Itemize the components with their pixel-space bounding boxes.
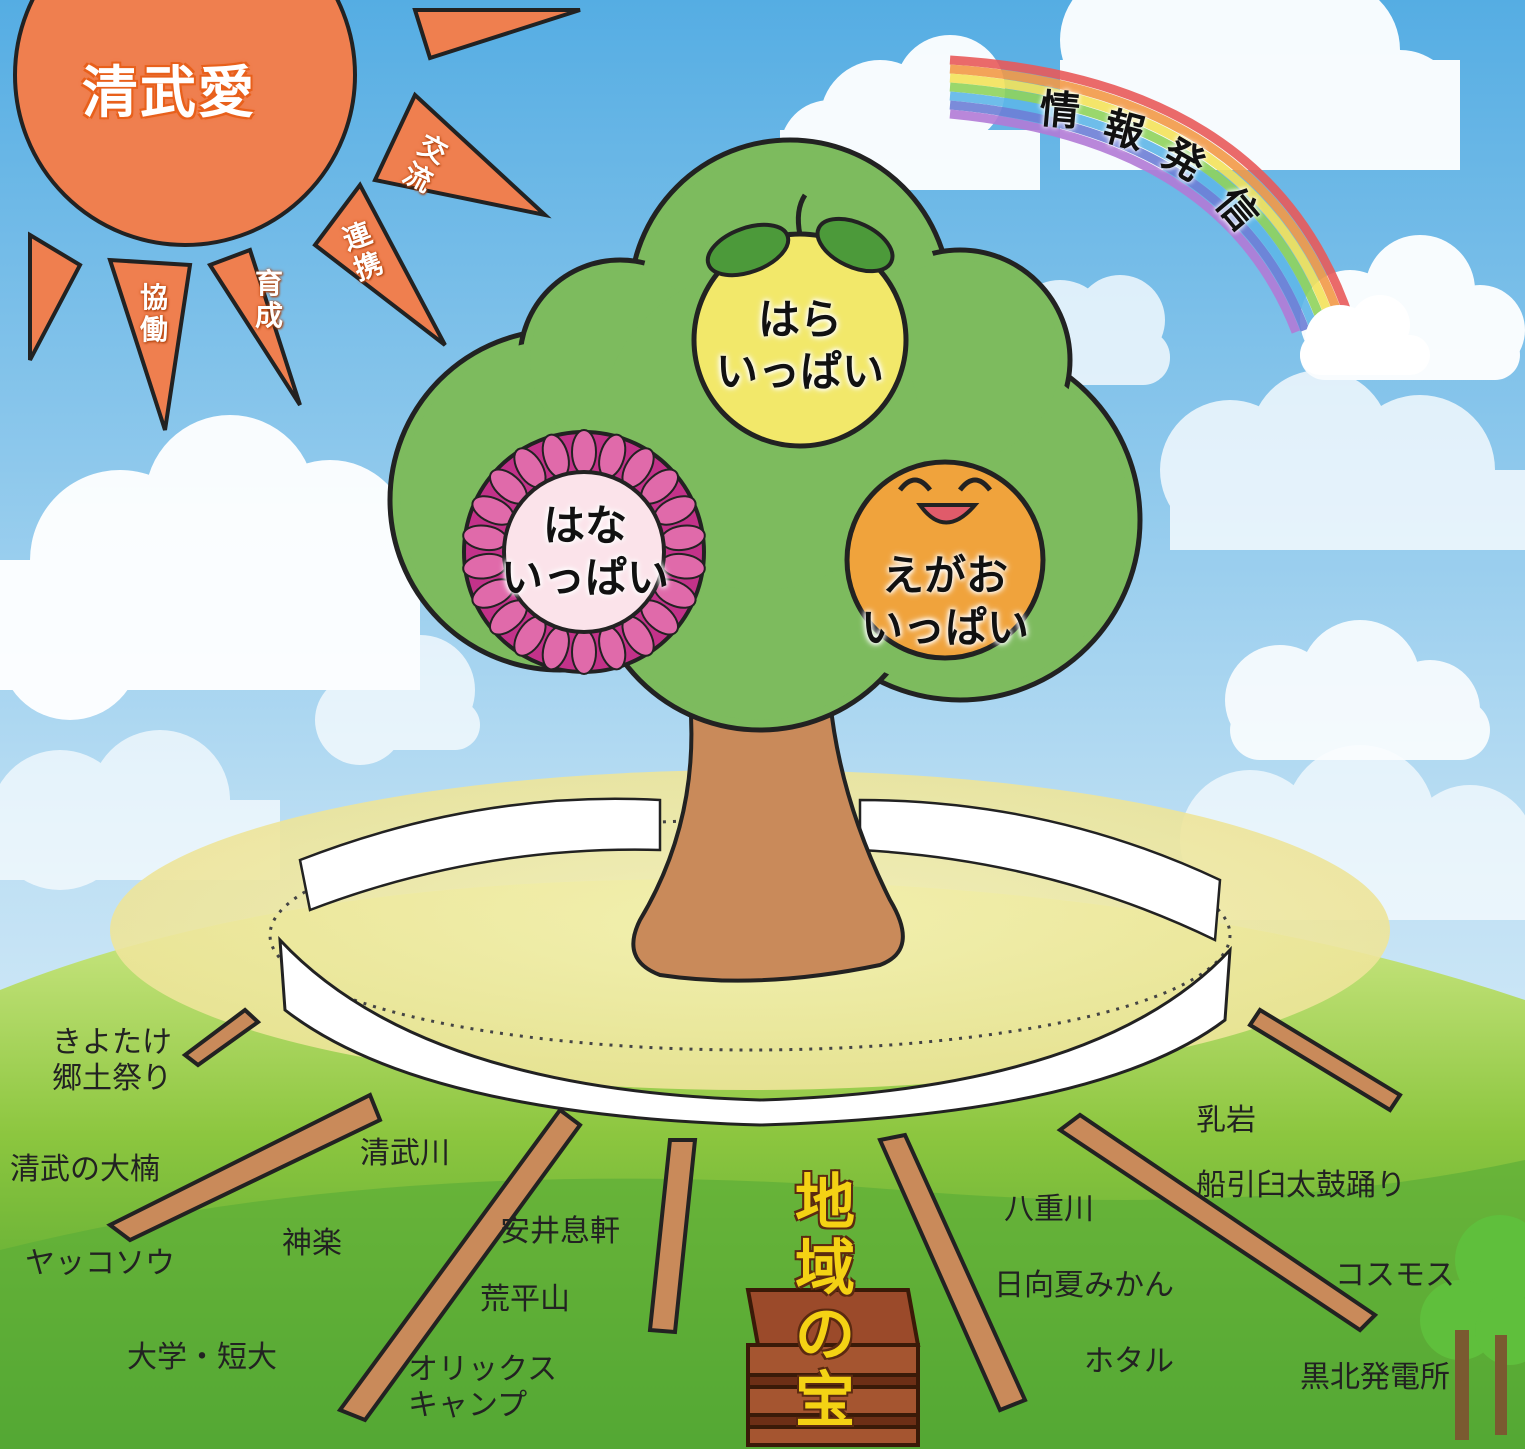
sun (13, 0, 581, 431)
rainbow-char: 発 (1154, 130, 1212, 191)
smile-label: えがお いっぱい (860, 551, 1029, 652)
root-label: 日向夏みかん (994, 1268, 1174, 1303)
people-ring-back (298, 797, 1222, 942)
tree-trunk (631, 698, 905, 983)
root-label: ヤッコソウ (25, 1246, 175, 1281)
root-label: コスモス (1335, 1258, 1455, 1293)
root-label: 船引臼太鼓踊り (1196, 1168, 1406, 1203)
root (336, 1107, 583, 1423)
bush (1420, 1215, 1525, 1365)
root-label: 安井息軒 (500, 1214, 620, 1249)
smile-face-icon (844, 459, 1046, 661)
roots (106, 1007, 1403, 1423)
root-label: 神楽 (282, 1226, 342, 1261)
sun-ray-label: 育成 (254, 267, 283, 332)
fruit-icon (691, 193, 909, 449)
cloud (1160, 370, 1525, 550)
title: 清武愛 (82, 61, 256, 126)
people-ring (268, 818, 1232, 1052)
root (877, 1132, 1028, 1413)
sun-ray (372, 91, 552, 219)
clouds (0, 0, 1525, 920)
cloud (0, 415, 420, 720)
people-ring-front (278, 935, 1232, 1127)
flower-icon (462, 429, 706, 675)
sun-ray (312, 181, 447, 347)
root-label: 乳岩 (1196, 1103, 1256, 1138)
cloud (0, 730, 280, 890)
rainbow-char: 報 (1098, 103, 1150, 159)
cloud (1300, 295, 1430, 375)
root-label: 清武の大楠 (10, 1152, 160, 1187)
sun-ray (107, 257, 193, 431)
tree-trunk (1455, 1330, 1507, 1440)
fruit-label: はら いっぱい (715, 295, 884, 396)
root-label: ホタル (1084, 1344, 1174, 1379)
root (1247, 1007, 1403, 1113)
rainbow-char: 情 (1037, 86, 1082, 136)
rainbow (949, 55, 1355, 334)
root-label: 清武川 (360, 1136, 450, 1171)
root-label: 荒平山 (480, 1282, 570, 1317)
rainbow-label: 情 報 発 信 (1037, 78, 1300, 239)
sun-ray (412, 8, 581, 61)
root (1056, 1112, 1379, 1333)
root (106, 1092, 383, 1243)
flower-label: はな いっぱい (500, 501, 669, 602)
root-label: 黒北発電所 (1300, 1360, 1450, 1395)
treasure-chest-icon (745, 1288, 921, 1447)
flower-petal (571, 629, 597, 675)
root-label: きよたけ 郷土祭り (52, 1025, 172, 1096)
treasure-label: 地域の宝 (795, 1168, 855, 1436)
root (181, 1007, 262, 1068)
root-label: 大学・短大 (127, 1340, 277, 1375)
sun-ray (28, 231, 83, 361)
cloud (315, 635, 480, 765)
root-label: 八重川 (1004, 1192, 1094, 1227)
sun-ray-label: 協働 (139, 281, 168, 346)
sun-ray (206, 247, 302, 407)
cloud (1225, 620, 1490, 760)
flower-petal (571, 429, 597, 475)
root-label: オリックス キャンプ (408, 1352, 558, 1423)
root (647, 1138, 698, 1335)
